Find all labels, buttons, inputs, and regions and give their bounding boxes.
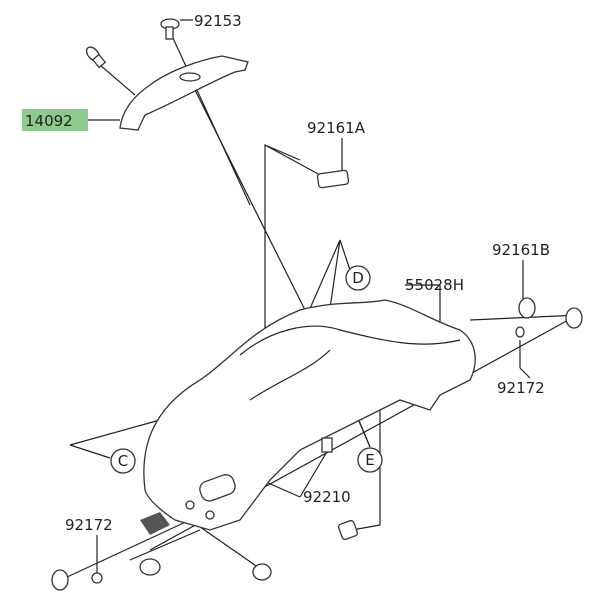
- label-92161a[interactable]: 92161A: [307, 119, 366, 137]
- damper-92161B: [518, 297, 583, 329]
- highlight-14092: [22, 109, 88, 131]
- label-92153[interactable]: 92153: [194, 12, 242, 30]
- label-55028h[interactable]: 55028H: [405, 276, 464, 294]
- callout-d: D: [345, 265, 371, 291]
- nut-92210: [321, 437, 333, 453]
- label-92172-left[interactable]: 92172: [65, 516, 113, 534]
- pad-92161A: [316, 169, 350, 189]
- screw-92153: [160, 18, 180, 40]
- callout-c: C: [110, 448, 136, 474]
- callout-d-label: D: [352, 269, 364, 287]
- callout-e-label: E: [365, 451, 374, 469]
- label-92210[interactable]: 92210: [303, 488, 351, 506]
- screw-left: [85, 46, 107, 69]
- cowl-55028H: [143, 299, 476, 531]
- callout-e: E: [357, 447, 383, 473]
- bolt-left-92172: [51, 558, 272, 591]
- bolt-right-92172: [515, 326, 525, 338]
- label-14092[interactable]: 14092: [25, 112, 73, 130]
- label-92172-right[interactable]: 92172: [497, 379, 545, 397]
- cover-14092: [119, 55, 249, 131]
- label-92161b[interactable]: 92161B: [492, 241, 550, 259]
- callout-c-label: C: [118, 452, 128, 470]
